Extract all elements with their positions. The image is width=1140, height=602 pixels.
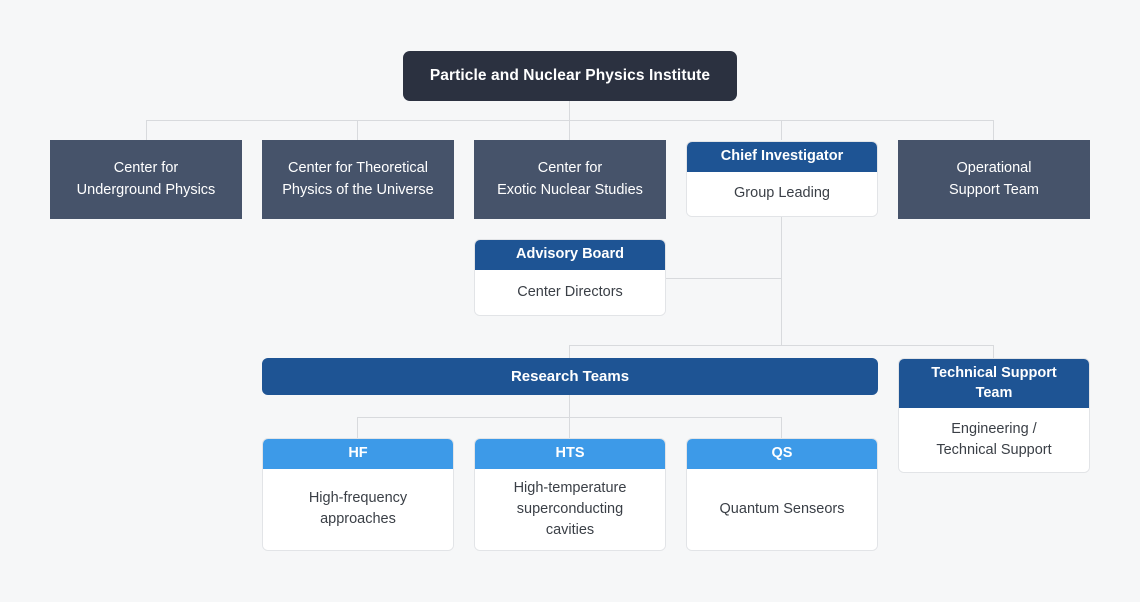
node-team-hf[interactable]: HF High-frequency approaches xyxy=(262,438,454,551)
node-research-teams-label: Research Teams xyxy=(510,368,630,385)
node-root-label: Particle and Nuclear Physics Institute xyxy=(429,67,711,84)
node-team-hts-description: High-temperature superconducting cavitie… xyxy=(475,468,665,550)
connector-chief-trunk xyxy=(781,216,782,346)
node-advisory-board-header: Advisory Board xyxy=(475,240,665,270)
node-team-hf-description: High-frequency approaches xyxy=(263,468,453,550)
node-center-underground-physics[interactable]: Center for Underground Physics xyxy=(50,140,242,219)
connector-bus-level3 xyxy=(569,345,994,346)
node-technical-support-header: Technical Support Team xyxy=(899,359,1089,409)
node-chief-investigator-body: Group Leading xyxy=(687,171,877,216)
node-center-label: Center for Theoretical Physics of the Un… xyxy=(282,160,434,198)
node-team-qs-description: Quantum Senseors xyxy=(687,468,877,550)
connector-advisory-branch xyxy=(666,278,782,279)
connector-drop-team-qs xyxy=(781,417,782,438)
connector-drop-team-hf xyxy=(357,417,358,438)
node-chief-investigator[interactable]: Chief Investigator Group Leading xyxy=(686,141,878,217)
node-advisory-board-body: Center Directors xyxy=(475,269,665,315)
connector-drop-team-hts xyxy=(569,417,570,438)
node-center-theoretical-physics[interactable]: Center for Theoretical Physics of the Un… xyxy=(262,140,454,219)
node-center-label: Operational Support Team xyxy=(948,160,1039,198)
node-center-label: Center for Underground Physics xyxy=(76,160,216,198)
node-center-label: Center for Exotic Nuclear Studies xyxy=(497,160,643,198)
node-center-exotic-nuclear-studies[interactable]: Center for Exotic Nuclear Studies xyxy=(474,140,666,219)
connector-drop-technical-support xyxy=(993,345,994,358)
node-research-teams[interactable]: Research Teams xyxy=(262,358,878,395)
node-team-qs-code: QS xyxy=(687,439,877,469)
node-team-hts-code: HTS xyxy=(475,439,665,469)
connector-drop-research-teams xyxy=(569,345,570,358)
node-team-hf-code: HF xyxy=(263,439,453,469)
node-operational-support-team[interactable]: Operational Support Team xyxy=(898,140,1090,219)
node-root-institute[interactable]: Particle and Nuclear Physics Institute xyxy=(403,51,737,101)
connector-drop-center-3 xyxy=(569,120,570,140)
node-advisory-board[interactable]: Advisory Board Center Directors xyxy=(474,239,666,316)
connector-drop-center-2 xyxy=(357,120,358,140)
connector-drop-chief-investigator xyxy=(781,120,782,140)
connector-drop-center-1 xyxy=(146,120,147,140)
connector-research-stem xyxy=(569,395,570,417)
node-team-qs[interactable]: QS Quantum Senseors xyxy=(686,438,878,551)
node-chief-investigator-header: Chief Investigator xyxy=(687,142,877,172)
connector-drop-center-4 xyxy=(993,120,994,140)
node-team-hts[interactable]: HTS High-temperature superconducting cav… xyxy=(474,438,666,551)
node-technical-support-team[interactable]: Technical Support Team Engineering / Tec… xyxy=(898,358,1090,473)
node-technical-support-body: Engineering / Technical Support xyxy=(899,408,1089,472)
